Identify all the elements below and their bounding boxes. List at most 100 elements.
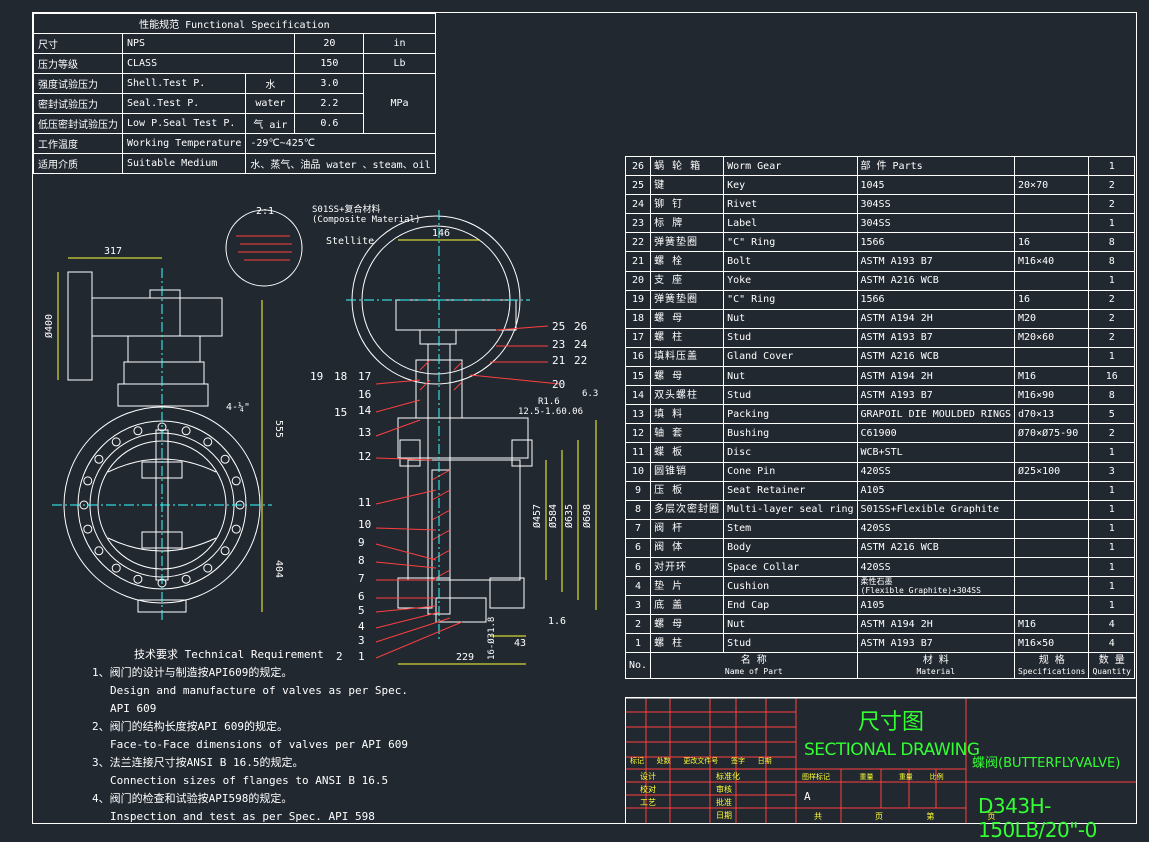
part-spec: d70×13 <box>1014 404 1090 425</box>
part-qty: 1 <box>1088 442 1135 463</box>
balloon-label: 9 <box>358 536 365 549</box>
hdr-qty: 数 量 Quantity <box>1088 652 1135 680</box>
part-material: 304SS <box>856 194 1016 215</box>
part-qty: 8 <box>1088 232 1135 253</box>
part-no: 20 <box>624 270 652 291</box>
part-name-en: Rivet <box>723 194 858 215</box>
balloon-label: 13 <box>358 426 371 439</box>
hdr-no: No. <box>624 652 652 680</box>
bolt-hole <box>231 524 241 534</box>
label-design: 设计 <box>640 772 656 781</box>
label-review: 审核 <box>716 785 732 794</box>
part-name-cn: 弹簧垫圈 <box>650 289 725 310</box>
detail-hatch <box>236 235 292 261</box>
part-material: 1045 <box>856 175 1016 196</box>
bolt-hole <box>133 426 143 436</box>
rev-label: 日期 <box>757 757 772 765</box>
part-name-cn: 圆锥销 <box>650 461 725 482</box>
dim-r: R1.6 <box>538 397 560 407</box>
part-name-cn: 螺 柱 <box>650 633 725 654</box>
part-spec: 16 <box>1014 289 1090 310</box>
dim-146: 146 <box>432 228 450 239</box>
part-name-cn: 双头螺柱 <box>650 385 725 406</box>
part-spec <box>1014 442 1090 463</box>
part-no: 12 <box>624 423 652 444</box>
part-material: 420SS <box>856 556 1016 578</box>
detail-scale: 2:1 <box>256 206 274 217</box>
stellite-label: Stellite <box>326 236 374 247</box>
req-1-en: Design and manufacture of valves as per … <box>110 684 409 715</box>
part-spec <box>1014 537 1090 558</box>
balloon-label: 8 <box>358 554 365 567</box>
req-4-en: Inspection and test as per Spec. API 598 <box>110 810 375 823</box>
balloon-label: 22 <box>574 354 587 367</box>
part-material: 420SS <box>856 518 1016 539</box>
part-name-cn: 对开环 <box>650 556 725 578</box>
part-name-cn: 螺 母 <box>650 366 725 387</box>
part-name-en: Body <box>723 537 858 558</box>
part-no: 7 <box>624 518 652 539</box>
part-spec: M16 <box>1014 614 1090 635</box>
stage-label: 比例 <box>929 773 944 781</box>
part-qty: 3 <box>1088 461 1135 482</box>
part-no: 26 <box>624 155 652 177</box>
bolt-hole <box>83 476 93 486</box>
spec-en: Suitable Medium <box>121 153 247 174</box>
part-name-cn: 螺 母 <box>650 308 725 329</box>
balloon-label: 21 <box>552 354 565 367</box>
balloon-label: 12 <box>358 450 371 463</box>
spec-table: 性能规范 Functional Specification 尺寸 NPS 20 … <box>33 13 436 174</box>
part-name-cn: 标 牌 <box>650 213 725 234</box>
part-name-en: Gland Cover <box>723 346 858 368</box>
label-check: 校对 <box>640 785 656 794</box>
part-material: 部 件 Parts <box>856 155 1016 177</box>
balloon-label: 7 <box>358 572 365 585</box>
part-name-en: End Cap <box>723 595 858 616</box>
center-lines <box>52 210 530 640</box>
balloon-label: 20 <box>552 378 565 391</box>
label-process: 工艺 <box>640 798 656 807</box>
rev-label: 处数 <box>656 757 671 765</box>
part-material: ASTM A194 2H <box>856 614 1016 635</box>
bolt-hole <box>203 437 213 447</box>
part-name-cn: 轴 套 <box>650 423 725 444</box>
label-date: 日期 <box>716 811 732 820</box>
part-name-cn: 底 盖 <box>650 595 725 616</box>
part-name-cn: 螺 柱 <box>650 327 725 348</box>
bolt-hole <box>111 563 121 573</box>
bolt-hole <box>83 524 93 534</box>
hdr-mat: 材 料 Material <box>856 652 1016 680</box>
part-name-cn: 填 料 <box>650 404 725 425</box>
dim-229: 229 <box>456 652 474 663</box>
balloon-label: 10 <box>358 518 371 531</box>
side-view <box>351 215 533 623</box>
title-block-left-labels: 设计 校对 工艺 <box>640 770 656 809</box>
part-material: C61900 <box>856 423 1016 444</box>
part-qty: 2 <box>1088 289 1135 310</box>
part-material: ASTM A194 2H <box>856 308 1016 329</box>
part-qty: 1 <box>1088 346 1135 368</box>
drawing-frame <box>32 12 1137 824</box>
bolt-hole <box>231 476 241 486</box>
balloon-label: 25 <box>552 320 565 333</box>
drawing-title-en: SECTIONAL DRAWING <box>804 740 980 760</box>
part-qty: 1 <box>1088 155 1135 177</box>
hdr-spec-cn: 规 格 <box>1038 654 1065 666</box>
dim-43: 43 <box>514 638 526 649</box>
hdr-mat-cn: 材 料 <box>922 654 949 666</box>
part-material: ASTM A193 B7 <box>856 385 1016 406</box>
part-name-cn: 多层次密封圈 <box>650 499 725 520</box>
req-title: 技术要求 Technical Requirement <box>134 648 324 661</box>
part-name-en: Nut <box>723 366 858 387</box>
sheet-labels: 共 页 第 页 <box>814 811 995 822</box>
